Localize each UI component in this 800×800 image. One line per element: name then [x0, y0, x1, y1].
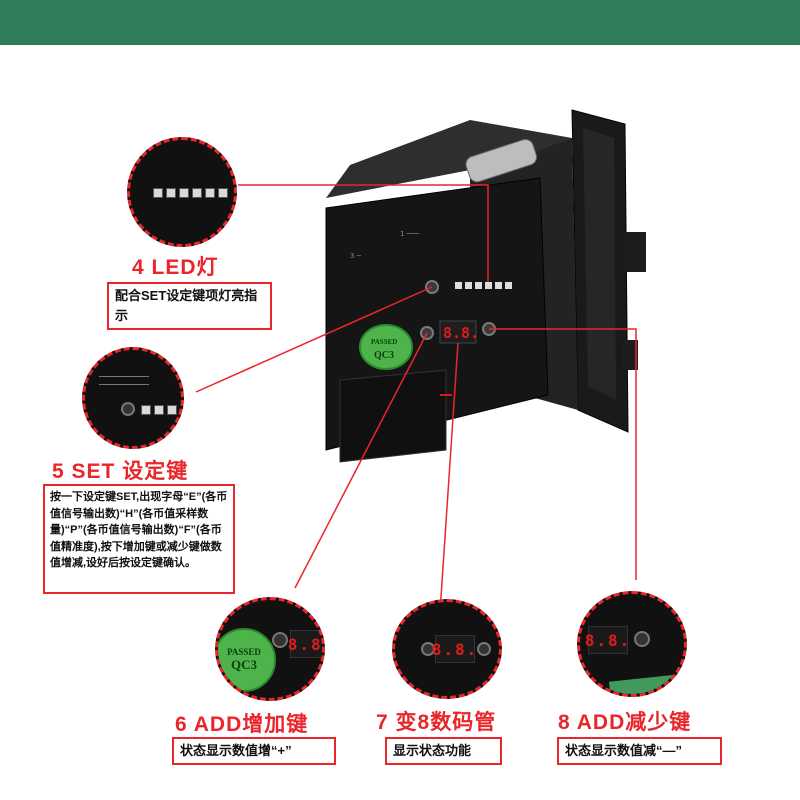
svg-text:8.8.: 8.8.: [443, 324, 479, 342]
set-title: 5 SET 设定键: [52, 460, 189, 483]
sub-description: 状态显示数值减“—”: [557, 737, 722, 766]
header-bar: [0, 0, 800, 45]
sticker-line2: QC3: [231, 657, 257, 672]
sub-title: 8 ADD减少键: [558, 711, 692, 734]
add-title: 6 ADD增加键: [175, 713, 309, 736]
add-key-zoom: [272, 632, 288, 648]
svg-text:1 ───: 1 ───: [400, 230, 420, 238]
connector-sub: [489, 328, 637, 580]
coin-acceptor-bezel-inner: [583, 128, 616, 400]
led-title: 4 LED灯: [132, 256, 219, 279]
display-zoom-partial: 8.8.: [288, 630, 322, 658]
sticker-line1: PASSED: [227, 647, 261, 657]
side-bracket-bottom: [622, 340, 638, 370]
display-zoom-right-key: [477, 642, 491, 656]
add-callout-circle: PASSED QC3 8.8.: [215, 597, 325, 701]
coin-acceptor-lower-module: [339, 369, 447, 463]
display-zoom-sub: 8.8.: [585, 626, 629, 654]
passed-sticker-zoom: PASSED QC3: [218, 628, 276, 692]
connector-add: [294, 332, 428, 589]
svg-text:3 ─: 3 ─: [350, 252, 362, 260]
set-description: 按一下设定键SET,出现字母“E”(各币值信号输出数)“H”(各币值采样数量)“…: [43, 484, 235, 594]
set-callout-circle: [82, 347, 184, 449]
led-callout-circle: [127, 137, 237, 247]
sub-key-zoom: [634, 631, 650, 647]
side-bracket: [624, 232, 646, 272]
display-callout-circle: 8.8.: [392, 599, 502, 699]
led-light: [154, 405, 164, 415]
display-zoom: 8.8.: [432, 635, 476, 663]
led-light: [179, 188, 189, 198]
svg-text:QC3: QC3: [374, 350, 394, 361]
led-row-zoom: [153, 188, 228, 198]
led-description: 配合SET设定键项灯亮指示: [107, 282, 272, 331]
led-row-body: [455, 282, 512, 289]
coin-acceptor-top: [326, 120, 572, 198]
led-light: [167, 405, 177, 415]
set-key-zoom: [121, 402, 135, 416]
passed-sticker-body: [359, 324, 413, 370]
connector-set: [195, 286, 433, 393]
display-description: 显示状态功能: [385, 737, 502, 766]
led-light: [153, 188, 163, 198]
led-light: [192, 188, 202, 198]
sub-callout-circle: 8.8.: [577, 591, 687, 697]
display-zoom-left-key: [421, 642, 435, 656]
connector-display: [439, 342, 459, 613]
set-zoom-silk: [99, 376, 149, 377]
led-light: [166, 188, 176, 198]
set-zoom-silk: [99, 384, 149, 385]
connector-led: [238, 184, 489, 282]
led-light: [141, 405, 151, 415]
board-edge-green: [608, 674, 682, 694]
display-title: 7 变8数码管: [376, 711, 497, 734]
coin-slot-cylinder: [465, 139, 537, 183]
svg-text:PASSED: PASSED: [371, 338, 397, 346]
led-light: [218, 188, 228, 198]
add-description: 状态显示数值增“+”: [172, 737, 336, 766]
led-light: [205, 188, 215, 198]
set-led-zoom: [141, 405, 177, 415]
